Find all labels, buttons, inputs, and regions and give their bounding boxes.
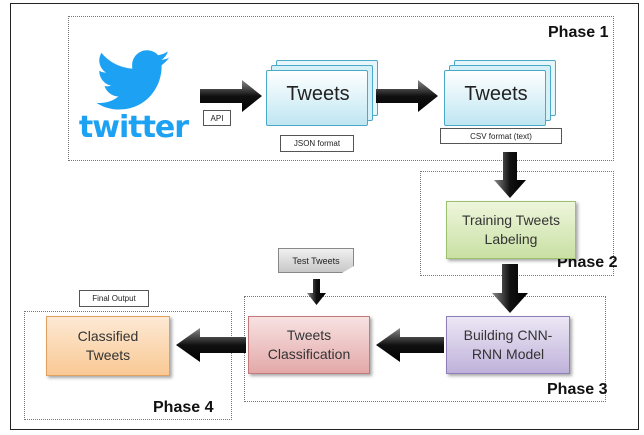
arrow-training-to-building — [492, 264, 528, 313]
test-tweets-note: Test Tweets — [278, 248, 354, 273]
phase-1-region — [68, 16, 614, 161]
doc-title: Tweets — [464, 82, 528, 105]
tweets-json-doc: Tweets — [266, 60, 378, 126]
diagram-frame — [10, 3, 639, 430]
classified-tweets-box: Classified Tweets — [46, 316, 170, 376]
phase-3-label: Phase 3 — [547, 381, 608, 398]
doc-sheet-front: Tweets — [444, 70, 546, 126]
training-tweets-labeling-box: Training Tweets Labeling — [446, 201, 576, 259]
arrow-classification-to-classified — [176, 328, 246, 362]
building-cnn-rnn-model-box: Building CNN-RNN Model — [446, 316, 570, 374]
twitter-wordmark: twitter — [78, 110, 189, 145]
test-tweets-label: Test Tweets — [292, 255, 340, 266]
arrow-csv-to-training — [494, 152, 526, 198]
twitter-bird-icon — [96, 50, 170, 110]
csv-format-tag: CSV format (text) — [440, 128, 562, 144]
arrow-json-to-csv — [376, 80, 438, 112]
json-format-tag: JSON format — [280, 135, 354, 152]
final-output-tag: Final Output — [79, 290, 149, 307]
phase-4-label: Phase 4 — [153, 399, 214, 416]
doc-sheet-front: Tweets — [266, 70, 368, 126]
doc-title: Tweets — [286, 82, 350, 105]
arrow-api-to-json — [200, 80, 262, 112]
tweets-classification-box: Tweets Classification — [248, 316, 370, 374]
arrow-building-to-classification — [376, 328, 444, 362]
arrow-test-to-classification — [307, 279, 326, 305]
tweets-csv-doc: Tweets — [444, 60, 556, 126]
phase-4-region — [24, 311, 232, 420]
twitter-logo: twitter — [76, 50, 191, 150]
api-tag: API — [203, 110, 231, 126]
phase-1-label: Phase 1 — [548, 24, 609, 41]
